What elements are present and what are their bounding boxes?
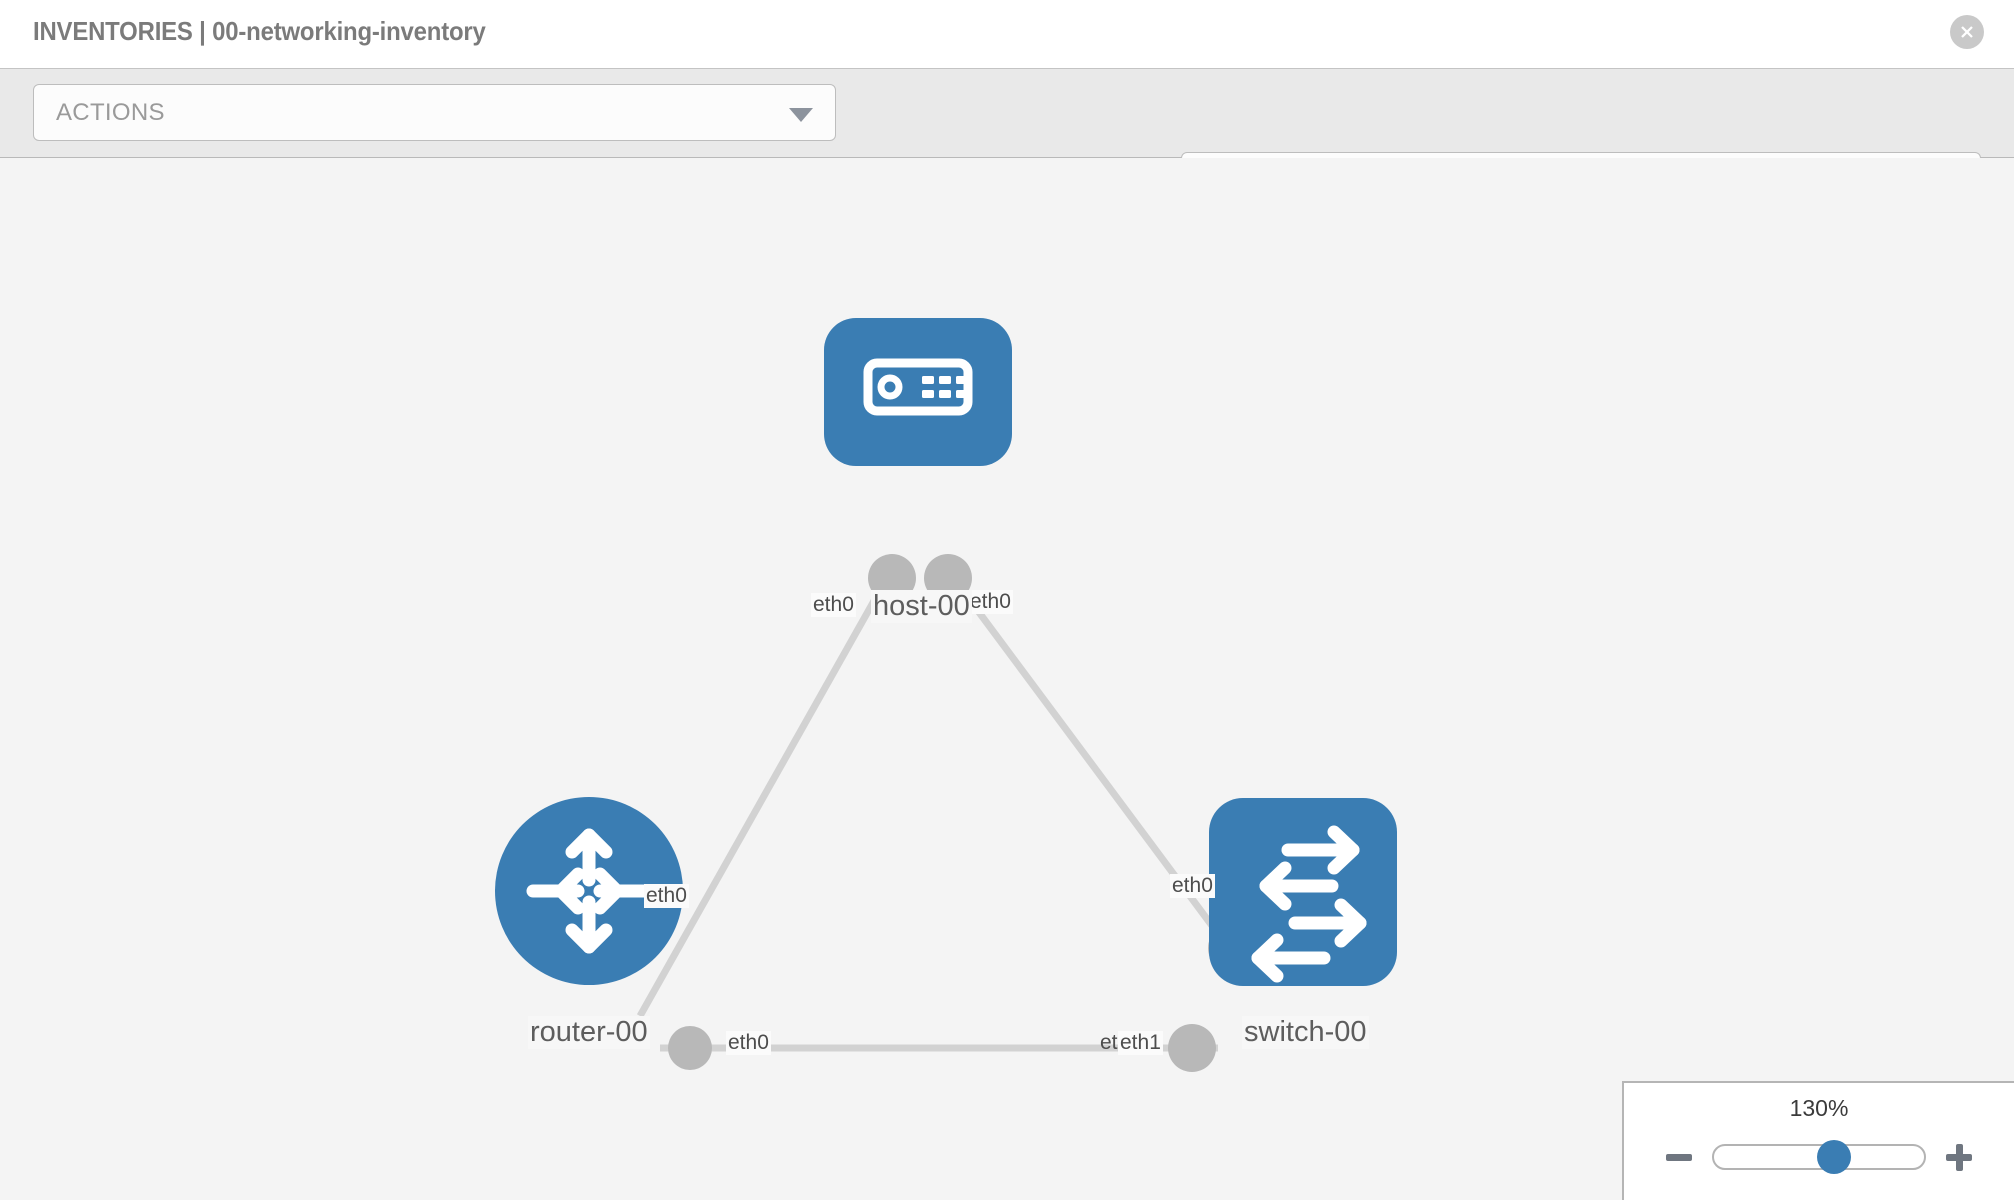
actions-dropdown-label: ACTIONS [56,98,165,126]
topology-edges [636,573,1239,1052]
port-router00-east [668,1026,712,1070]
edge-host00-router00 [636,574,892,1018]
page-header: INVENTORIES | 00-networking-inventory [0,0,2014,68]
zoom-slider-thumb[interactable] [1817,1140,1851,1174]
page-title: INVENTORIES | 00-networking-inventory [33,16,486,46]
toolbar: ACTIONS [0,68,2014,209]
zoom-out-button[interactable] [1662,1140,1696,1174]
zoom-slider-row [1624,1135,2014,1179]
node-router-00[interactable] [495,797,683,985]
zoom-in-button[interactable] [1942,1140,1976,1174]
actions-dropdown[interactable]: ACTIONS [33,84,836,141]
port-switch00-west [1168,1024,1216,1072]
port-host00-right [924,554,972,602]
server-icon [863,358,973,416]
router-icon [526,828,652,954]
node-host-00[interactable] [824,318,1012,466]
topology-canvas[interactable]: eth0 eth0 eth0 eth0 eth0 eth0 eth1 host-… [0,158,2014,1200]
chevron-down-icon [789,107,813,122]
topology-graph [495,318,1397,1072]
zoom-slider[interactable] [1712,1140,1926,1174]
switch-icon [1251,825,1367,983]
node-switch-00[interactable] [1209,798,1397,986]
edge-host00-switch00 [949,573,1239,961]
zoom-control-panel: 130% [1622,1081,2014,1200]
close-icon[interactable] [1950,15,1984,49]
port-host00-left [868,554,916,602]
zoom-percent-label: 130% [1789,1095,1849,1121]
